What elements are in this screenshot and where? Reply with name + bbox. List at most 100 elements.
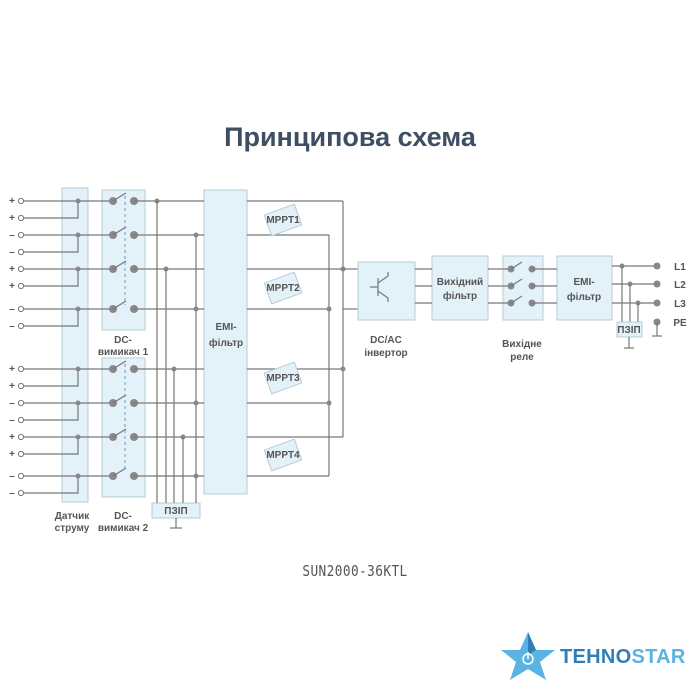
- junction-dot: [75, 232, 81, 238]
- junction-dot: [193, 473, 199, 479]
- junction-dot: [326, 306, 332, 312]
- input-terminal: [17, 231, 25, 239]
- logo-text-b: STAR: [631, 646, 686, 668]
- switch-blade: [112, 394, 127, 404]
- input-terminal: [17, 450, 25, 458]
- dc-switch-2-label: вимикач 2: [98, 523, 149, 534]
- junction-dot: [75, 198, 81, 204]
- input-polarity-sign: +: [9, 264, 15, 275]
- relay-blade: [510, 295, 523, 304]
- wire: [24, 476, 79, 494]
- emi-filter-1-label: фільтр: [209, 337, 243, 349]
- output-terminal: [653, 262, 661, 270]
- mppt-label: MPPT4: [266, 450, 300, 461]
- junction-dot: [75, 434, 81, 440]
- wire: [24, 235, 79, 253]
- output-relay-label: Вихідне: [502, 339, 542, 350]
- wire: [24, 201, 79, 219]
- junction-dot: [193, 306, 199, 312]
- switch-blade: [112, 226, 127, 236]
- inverter-box: [357, 261, 416, 321]
- output-terminal-label: PE: [673, 318, 687, 329]
- inverter-label: інвертор: [364, 348, 407, 359]
- current-sensor-label: Датчик: [55, 511, 91, 522]
- output-terminal-label: L3: [674, 299, 686, 310]
- emi-filter-2-box: [556, 255, 613, 321]
- input-terminal: [17, 489, 25, 497]
- input-terminal: [17, 305, 25, 313]
- mppt-box: [263, 438, 303, 472]
- dc-switch-1-box: [101, 189, 146, 331]
- junction-dot: [75, 400, 81, 406]
- current-sensor-label: струму: [55, 523, 90, 534]
- input-terminal: [17, 282, 25, 290]
- junction-dot: [75, 473, 81, 479]
- emi-filter-1-label: EMI-: [215, 322, 236, 333]
- switch-blade: [112, 192, 127, 202]
- output-terminal-label: L2: [674, 280, 686, 291]
- switch-blade: [112, 300, 127, 310]
- emi-filter-2-label: EMI-: [573, 277, 594, 288]
- dc-switch-2-box: [101, 357, 146, 498]
- mppt-label: MPPT1: [266, 215, 300, 226]
- input-terminal: [17, 416, 25, 424]
- mppt-label: MPPT2: [266, 283, 300, 294]
- emi-filter-1-box: [203, 189, 248, 495]
- transistor-icon: [377, 290, 389, 302]
- input-terminal: [17, 265, 25, 273]
- input-terminal: [17, 214, 25, 222]
- input-polarity-sign: –: [9, 247, 15, 258]
- output-terminal: [653, 280, 661, 288]
- dc-switch-1-label: вимикач 1: [98, 347, 149, 358]
- input-polarity-sign: +: [9, 213, 15, 224]
- input-polarity-sign: +: [9, 196, 15, 207]
- output-filter-label: фільтр: [443, 290, 477, 302]
- input-polarity-sign: –: [9, 488, 15, 499]
- tehnostar-logo: TEHNOSTAR: [560, 646, 686, 669]
- input-terminal: [17, 382, 25, 390]
- logo-text-a: TEHNO: [560, 646, 632, 668]
- junction-dot: [193, 400, 199, 406]
- spd-dc-label: ПЗІП: [164, 506, 187, 517]
- junction-dot: [75, 306, 81, 312]
- input-polarity-sign: –: [9, 415, 15, 426]
- mppt-box: [263, 271, 303, 305]
- wire: [24, 309, 79, 327]
- input-terminal: [17, 322, 25, 330]
- output-relay-label: реле: [510, 352, 534, 363]
- input-terminal: [17, 399, 25, 407]
- switch-blade: [112, 428, 127, 438]
- input-polarity-sign: +: [9, 281, 15, 292]
- wire: [24, 369, 79, 387]
- input-polarity-sign: –: [9, 321, 15, 332]
- input-polarity-sign: –: [9, 304, 15, 315]
- inverter-label: DC/AC: [370, 335, 402, 346]
- spd-ac-label: ПЗІП: [617, 325, 640, 336]
- junction-dot: [340, 366, 346, 372]
- input-polarity-sign: +: [9, 432, 15, 443]
- input-polarity-sign: –: [9, 471, 15, 482]
- input-terminal: [17, 433, 25, 441]
- input-terminal: [17, 248, 25, 256]
- junction-dot: [193, 232, 199, 238]
- dc-switch-2-label: DC-: [114, 511, 132, 522]
- input-terminal: [17, 472, 25, 480]
- output-terminal-label: L1: [674, 262, 686, 273]
- wire: [24, 269, 79, 287]
- output-terminal: [653, 299, 661, 307]
- mppt-label: MPPT3: [266, 373, 300, 384]
- input-terminal: [17, 197, 25, 205]
- input-polarity-sign: +: [9, 381, 15, 392]
- diagram-title: Принципова схема: [224, 122, 476, 152]
- wire: [24, 403, 79, 421]
- emi-filter-2-label: фільтр: [567, 291, 601, 303]
- relay-blade: [510, 261, 523, 270]
- relay-blade: [510, 278, 523, 287]
- input-polarity-sign: –: [9, 398, 15, 409]
- wire: [24, 437, 79, 455]
- switch-blade: [112, 260, 127, 270]
- input-polarity-sign: +: [9, 364, 15, 375]
- current-sensor-box: [61, 187, 89, 503]
- output-filter-box: [431, 255, 489, 321]
